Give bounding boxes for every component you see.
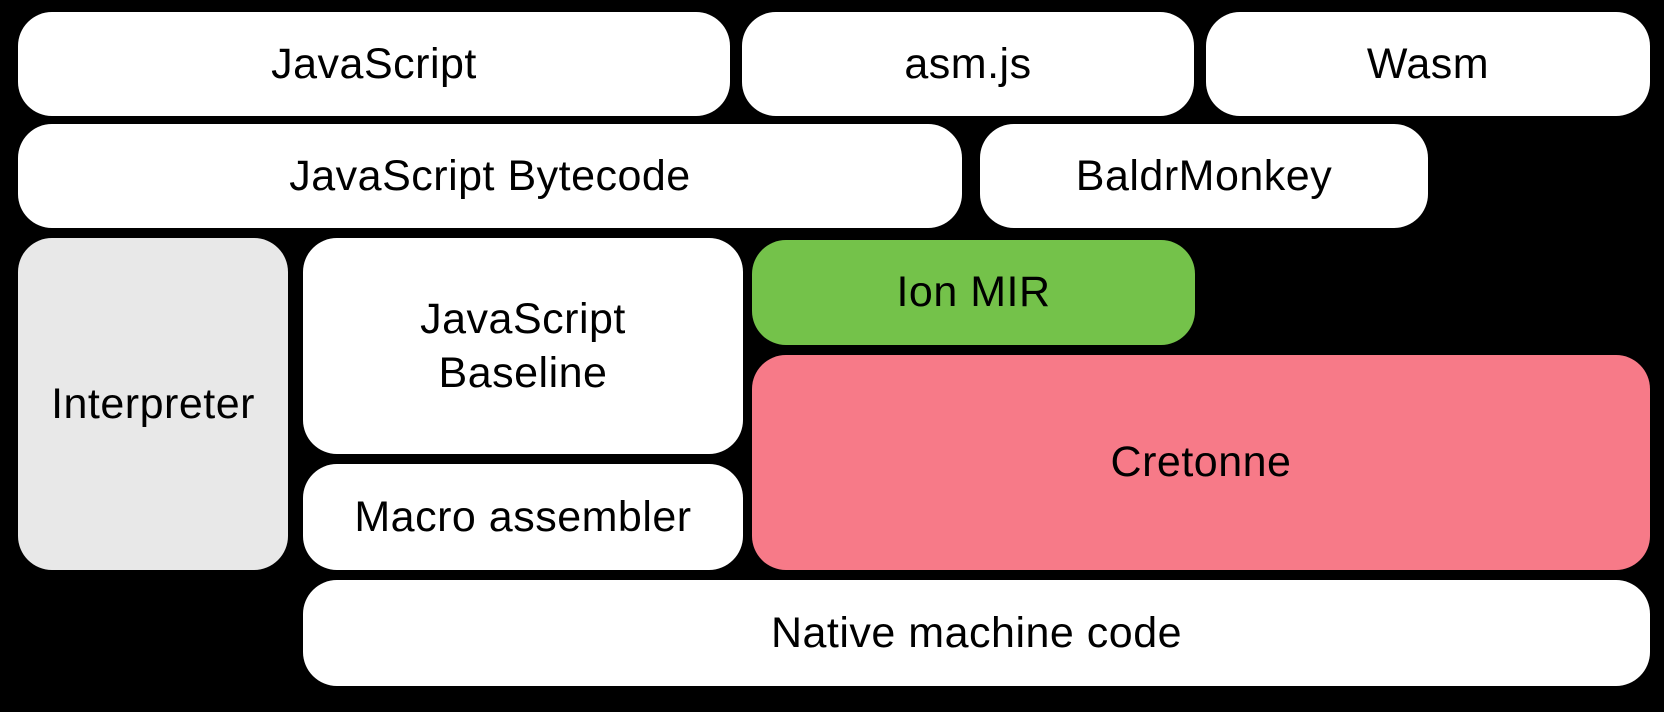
node-asm-js-label: asm.js (904, 39, 1032, 88)
node-javascript: JavaScript (18, 12, 730, 116)
node-javascript-bytecode-label: JavaScript Bytecode (289, 151, 691, 200)
node-native-machine-code-label: Native machine code (770, 608, 1183, 657)
node-baldrmonkey-label: BaldrMonkey (1075, 151, 1333, 200)
node-interpreter: Interpreter (18, 238, 288, 570)
node-cretonne-label: Cretonne (1110, 438, 1292, 487)
node-javascript-baseline-label: JavaScript Baseline (420, 294, 626, 397)
node-javascript-label: JavaScript (271, 39, 477, 88)
node-macro-assembler: Macro assembler (303, 464, 743, 570)
node-ion-mir-label: Ion MIR (896, 268, 1051, 317)
node-baldrmonkey: BaldrMonkey (980, 124, 1428, 228)
node-wasm: Wasm (1206, 12, 1650, 116)
node-javascript-bytecode: JavaScript Bytecode (18, 124, 962, 228)
node-javascript-baseline: JavaScript Baseline (303, 238, 743, 454)
node-asm-js: asm.js (742, 12, 1194, 116)
node-ion-mir: Ion MIR (752, 240, 1195, 345)
node-macro-assembler-label: Macro assembler (354, 492, 692, 541)
node-cretonne: Cretonne (752, 355, 1650, 570)
node-native-machine-code: Native machine code (303, 580, 1650, 686)
node-interpreter-label: Interpreter (51, 379, 255, 428)
node-wasm-label: Wasm (1366, 39, 1490, 88)
